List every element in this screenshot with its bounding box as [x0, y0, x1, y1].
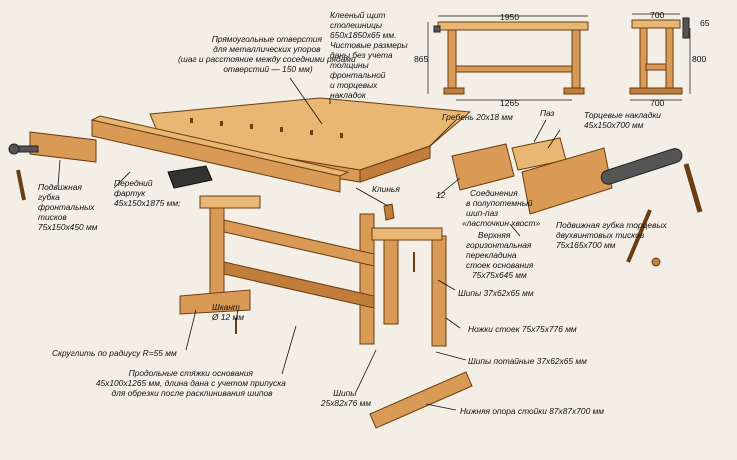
label-bench-top: Клееный щит столешницы 650x1850x65 мм. Ч… [330, 10, 410, 100]
bench-base [179, 195, 473, 429]
label-foot: Нижняя опора стойки 87x87x700 мм [460, 406, 604, 416]
label-holes: Прямоугольные отверстия для металлически… [178, 34, 358, 74]
dim-side-height: 800 [692, 54, 707, 64]
label-blind-tenons: Шипы потайные 37x62x65 мм [468, 356, 587, 366]
dim-side-width-bottom: 700 [650, 98, 665, 108]
front-apron [90, 115, 350, 193]
label-end-pads: Торцевые накладки 45x150x700 мм [584, 110, 663, 130]
label-num-12: 12 [436, 190, 446, 200]
label-apron: Передний фартук 45x150x1875 мм; [114, 178, 181, 208]
label-dovetail: Соединения в полупотемный шип-паз «ласто… [462, 188, 540, 228]
leader-lines [57, 77, 561, 411]
label-comb: Гребень 20x18 мм [442, 112, 513, 122]
label-wedges: Клинья [372, 184, 400, 194]
dim-front-height: 865 [414, 54, 429, 64]
label-stretchers: Продольные стяжки основания 45x100x1265 … [96, 368, 288, 398]
side-view-drawing [629, 13, 691, 101]
front-vise-jaw [8, 131, 97, 201]
wedge [383, 203, 395, 221]
label-groove: Паз [540, 108, 555, 118]
dim-side-top-thickness: 65 [700, 18, 710, 28]
front-view-drawing [427, 15, 589, 101]
label-twin-jaw: Подвижная губка торцевых двухвинтовых ти… [556, 220, 669, 250]
dim-front-bottom: 1265 [500, 98, 519, 108]
label-upper-rail: Верхняя горизонтальная перекладина стоек… [466, 230, 536, 280]
end-pad [451, 137, 567, 191]
dim-front-width: 1950 [500, 12, 519, 22]
label-dowel: Шкант Ø 12 мм [211, 302, 244, 322]
label-front-jaw: Подвижная губка фронтальных тисков 75x15… [38, 182, 98, 232]
label-round: Скруглить по радиусу R=55 мм [52, 348, 177, 358]
label-legs: Ножки стоек 75x75x776 мм [468, 324, 577, 334]
dim-side-width-top: 700 [650, 10, 665, 20]
twin-screw-vise [521, 147, 703, 267]
clamp-block [167, 165, 213, 189]
label-tenons-2: Шипы 25x82x76 мм [320, 388, 371, 408]
label-tenons-1: Шипы 37x62x65 мм [458, 288, 534, 298]
